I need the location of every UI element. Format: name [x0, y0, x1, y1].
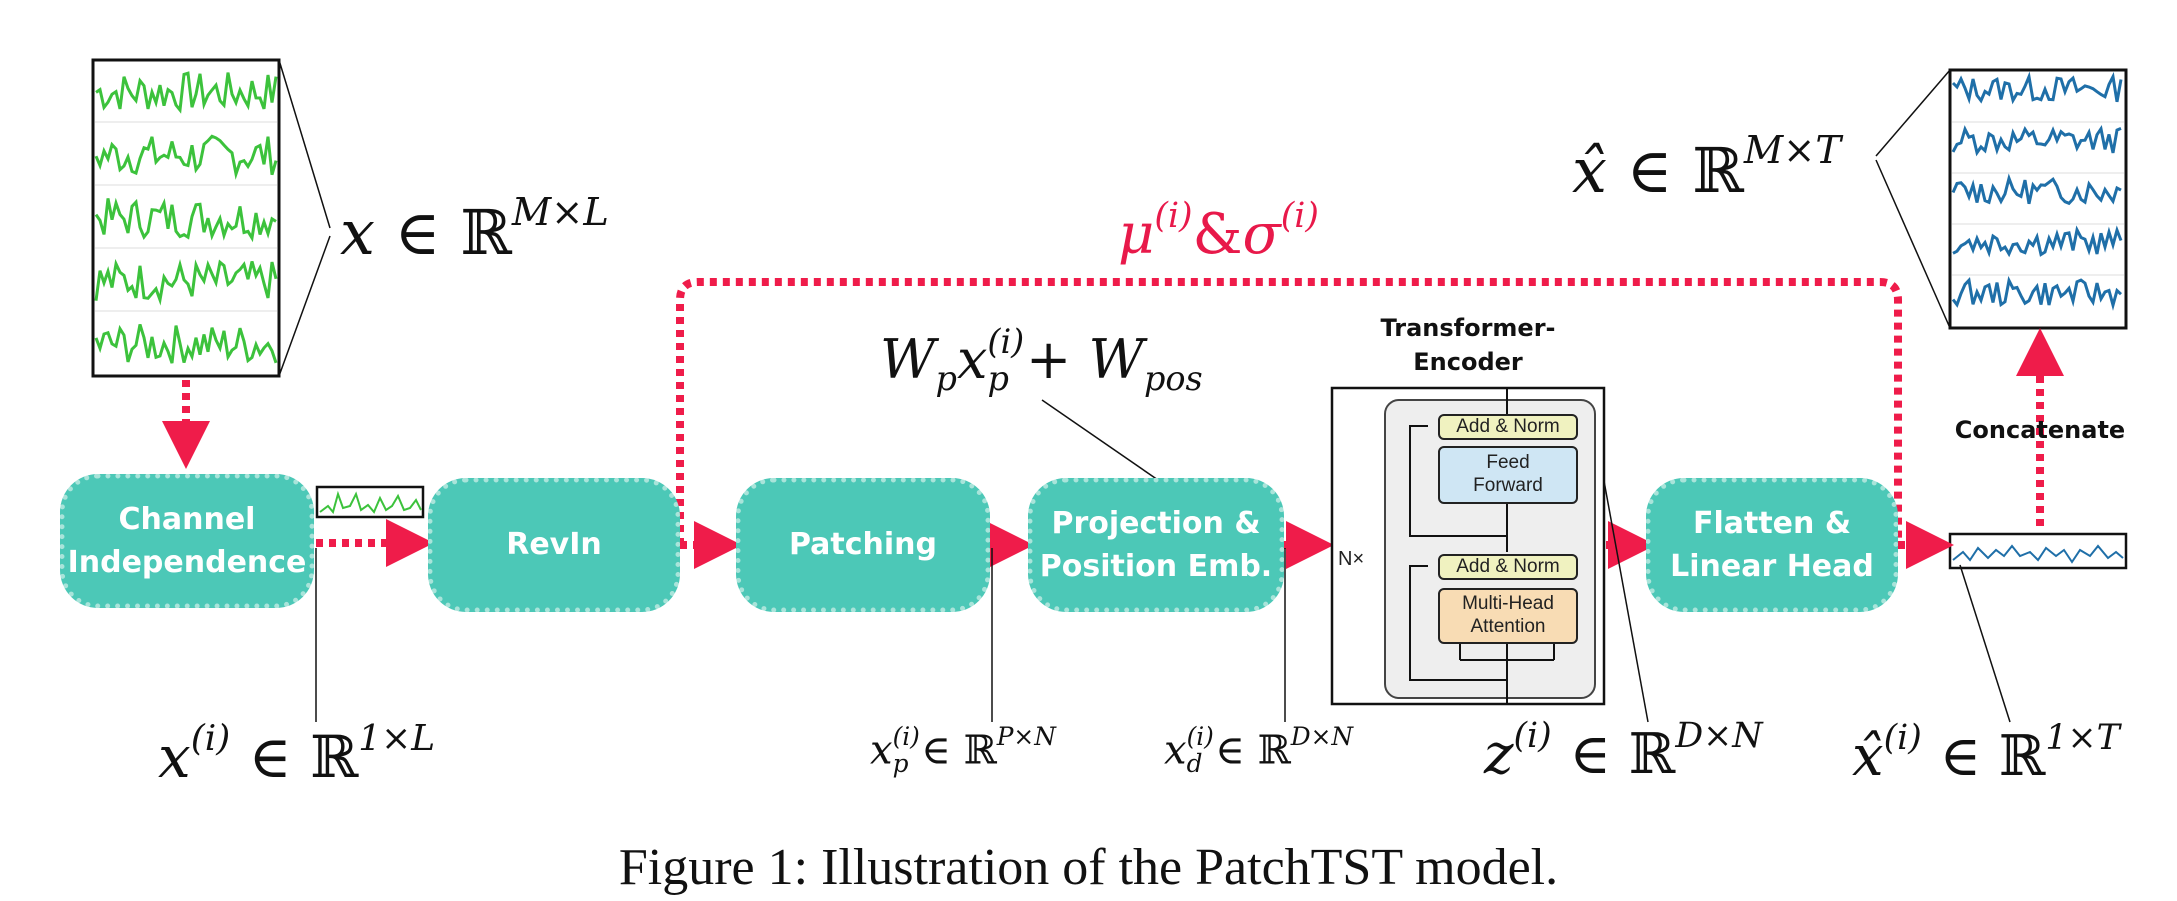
xd-sup: D×N — [1290, 722, 1354, 751]
figure-caption: Figure 1: Illustration of the PatchTST m… — [618, 839, 1559, 896]
series-line — [94, 197, 277, 243]
series-line — [1952, 225, 2123, 258]
z-label: z(i) ∈ ℝD×N — [1484, 716, 1763, 787]
z-base-sup: (i) — [1513, 716, 1552, 756]
add-norm-top-label: Add & Norm — [1456, 415, 1560, 437]
x-i-label: x(i) ∈ ℝ1×L — [158, 718, 435, 791]
xd-label: x(i)d ∈ ℝD×N — [1164, 722, 1353, 778]
revin-block: RevIn — [428, 478, 680, 612]
x-sup: M×L — [511, 190, 609, 235]
concatenate-label: Concatenate — [1954, 416, 2126, 444]
projection-line2: Position Emb. — [1039, 549, 1273, 584]
xhat-i-sym: ∈ ℝ — [1921, 724, 2046, 790]
proj-x-sub: p — [987, 358, 1009, 398]
mu-sigma-label: μ(i)&σ(i) — [1118, 196, 1319, 267]
flatten-line2: Linear Head — [1670, 549, 1874, 584]
series-line — [1951, 124, 2122, 157]
series-line — [94, 258, 278, 306]
projection-formula: Wpx(i)p + Wpos — [880, 322, 1203, 398]
x-sym: ∈ ℝ — [374, 195, 512, 269]
xi-sup: 1×L — [358, 718, 436, 759]
series-line — [1951, 71, 2123, 105]
flatten-block: Flatten & Linear Head — [1646, 478, 1898, 612]
transformer-title: Transformer- Encoder — [1318, 312, 1618, 379]
proj-plus: + W — [1008, 328, 1144, 392]
z-sup: D×N — [1675, 716, 1763, 756]
add-norm-top: Add & Norm — [1438, 414, 1578, 440]
small-series-icon — [1948, 532, 2128, 570]
amp: & — [1192, 202, 1243, 268]
xi-base-sup: (i) — [190, 718, 231, 759]
xp-label: x(i)p ∈ ℝP×N — [870, 722, 1056, 778]
sigma-sup: (i) — [1280, 196, 1319, 236]
series-line — [95, 71, 278, 114]
mu: μ — [1118, 202, 1155, 268]
xd-base: x — [1164, 727, 1187, 774]
xhat-base: x̂ — [1572, 133, 1607, 207]
xi-sym: ∈ ℝ — [230, 722, 359, 791]
proj-w-sub: p — [935, 358, 957, 398]
xp-sup: P×N — [996, 722, 1056, 751]
projection-line1: Projection & — [1051, 505, 1261, 541]
sigma: σ — [1242, 202, 1281, 268]
transformer-title-line1: Transformer- — [1380, 314, 1556, 342]
xhat-i-base-sup: (i) — [1883, 718, 1922, 758]
xhat-sym: ∈ ℝ — [1606, 133, 1744, 207]
xp-sym: ∈ ℝ — [908, 727, 997, 774]
channel-independence-line1: Channel — [118, 501, 256, 537]
proj-x: x — [956, 328, 988, 392]
xi-base: x — [158, 722, 191, 791]
series-line — [1951, 275, 2123, 311]
revin-label: RevIn — [506, 527, 602, 563]
transformer-title-line2: Encoder — [1413, 347, 1523, 376]
xhat-i-label: x̂(i) ∈ ℝ1×T — [1852, 718, 2120, 789]
add-norm-bottom: Add & Norm — [1438, 554, 1578, 580]
x-full-label: x ∈ ℝM×L — [340, 190, 609, 269]
patching-block: Patching — [736, 478, 990, 612]
series-line — [1951, 173, 2122, 206]
patching-label: Patching — [788, 527, 938, 563]
feed-forward: Feed Forward — [1438, 446, 1578, 504]
xhat-sup: M×T — [1743, 128, 1841, 173]
xd-base-sup: (i) — [1186, 722, 1214, 751]
mu-sup: (i) — [1154, 196, 1193, 236]
xp-base: x — [870, 727, 893, 774]
xp-base-sup: (i) — [892, 722, 920, 751]
add-norm-bottom-label: Add & Norm — [1456, 555, 1560, 577]
channel-independence-block: Channel Independence — [60, 474, 314, 608]
input-series-icon — [91, 58, 281, 378]
xhat-i-sup: 1×T — [2045, 718, 2120, 758]
xp-base-sub: p — [892, 749, 909, 779]
channel-independence-line2: Independence — [67, 545, 307, 580]
xd-sym: ∈ ℝ — [1202, 727, 1291, 774]
xd-base-sub: d — [1186, 749, 1203, 779]
series-line — [94, 134, 278, 180]
xhat-i-base: x̂ — [1852, 724, 1884, 790]
projection-block: Projection & Position Emb. — [1028, 478, 1284, 612]
multi-head-line1: Multi-Head — [1462, 593, 1554, 615]
z-sym: ∈ ℝ — [1551, 722, 1676, 788]
small-series-icon — [315, 485, 425, 519]
z-base: z — [1484, 722, 1514, 788]
multi-head-attention: Multi-Head Attention — [1438, 588, 1578, 644]
output-series-icon — [1948, 68, 2128, 330]
proj-pos-sub: pos — [1143, 358, 1203, 398]
series-line — [94, 323, 278, 364]
x-base: x — [340, 195, 375, 269]
repeat-label: N× — [1338, 548, 1365, 570]
xhat-full-label: x̂ ∈ ℝM×T — [1572, 128, 1841, 207]
feed-forward-line1: Feed — [1486, 452, 1530, 474]
proj-w: W — [880, 328, 936, 392]
feed-forward-line2: Forward — [1473, 475, 1543, 496]
flatten-line1: Flatten & — [1692, 505, 1851, 541]
multi-head-line2: Attention — [1470, 616, 1546, 637]
proj-x-sup: (i) — [987, 322, 1025, 361]
